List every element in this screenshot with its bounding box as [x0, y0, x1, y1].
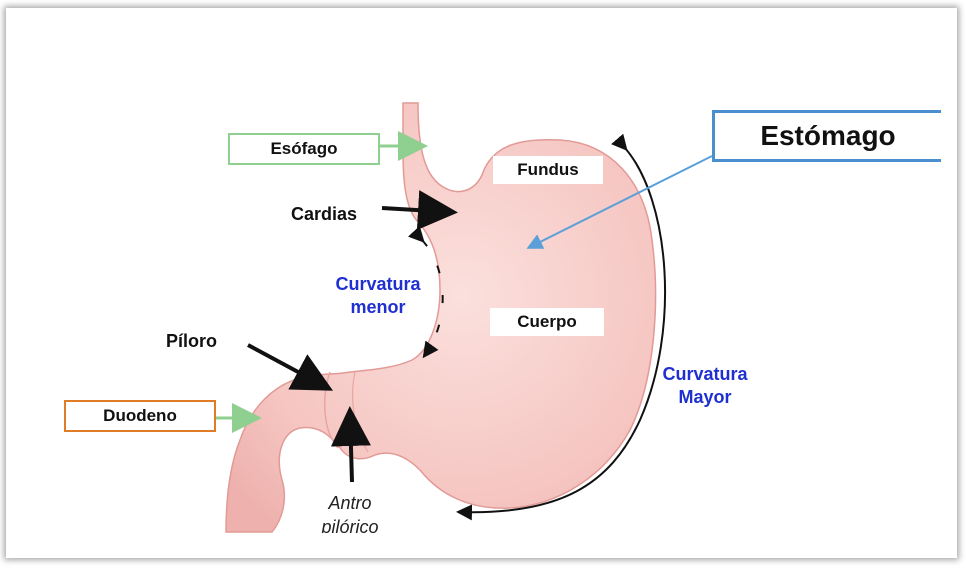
antro-line1: Antro [300, 491, 400, 515]
cardias-label: Cardias [291, 205, 357, 223]
esofago-label-box: Esófago [228, 133, 380, 165]
cuerpo-label: Cuerpo [517, 312, 577, 332]
curvatura-menor-label: Curvatura menor [328, 273, 428, 320]
curvatura-mayor-line1: Curvatura [650, 363, 760, 386]
duodeno-label: Duodeno [103, 406, 177, 426]
curvatura-mayor-label: Curvatura Mayor [650, 363, 760, 410]
curvatura-menor-line1: Curvatura [328, 273, 428, 296]
antro-pointer-arrow [350, 414, 352, 482]
fundus-label-box: Fundus [493, 156, 603, 184]
piloro-pointer-arrow [248, 345, 326, 387]
curvatura-mayor-line2: Mayor [650, 386, 760, 409]
stomach-title-box: Estómago [712, 110, 941, 162]
duodeno-label-box: Duodeno [64, 400, 216, 432]
esofago-label: Esófago [270, 139, 337, 159]
fundus-label: Fundus [517, 160, 578, 180]
curvatura-menor-line2: menor [328, 296, 428, 319]
antro-line2: pilórico [300, 515, 400, 533]
antro-pilorico-label: Antro pilórico [300, 491, 400, 533]
stomach-title: Estómago [760, 120, 895, 152]
cuerpo-label-box: Cuerpo [490, 308, 604, 336]
piloro-label: Píloro [166, 332, 217, 350]
